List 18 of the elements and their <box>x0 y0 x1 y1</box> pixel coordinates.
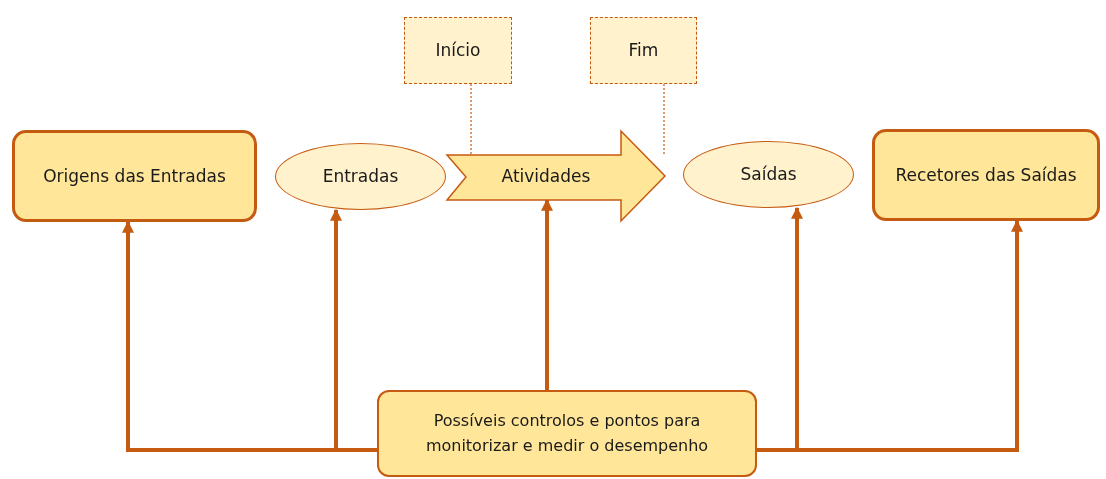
node-label: Fim <box>628 40 659 61</box>
node-label: Entradas <box>322 166 399 187</box>
node-label: Origens das Entradas <box>43 165 226 187</box>
dotted-connector <box>470 83 472 156</box>
dashed-note-box <box>404 17 512 84</box>
control-box <box>377 390 757 477</box>
node-label: Início <box>435 40 481 61</box>
arrow <box>757 219 1023 452</box>
chevron-arrow-shape <box>446 130 666 222</box>
node-label: Recetores das Saídas <box>895 164 1077 186</box>
dashed-note-box <box>590 17 697 84</box>
process-box <box>872 129 1100 221</box>
node-label: Saídas <box>740 164 797 185</box>
node-label: Atividades <box>501 165 591 187</box>
arrow <box>330 208 377 452</box>
process-box <box>12 130 257 222</box>
node-label: Possíveis controlos e pontos para monitorizar e medir o desempenho <box>424 409 710 457</box>
dotted-connector <box>663 83 665 156</box>
